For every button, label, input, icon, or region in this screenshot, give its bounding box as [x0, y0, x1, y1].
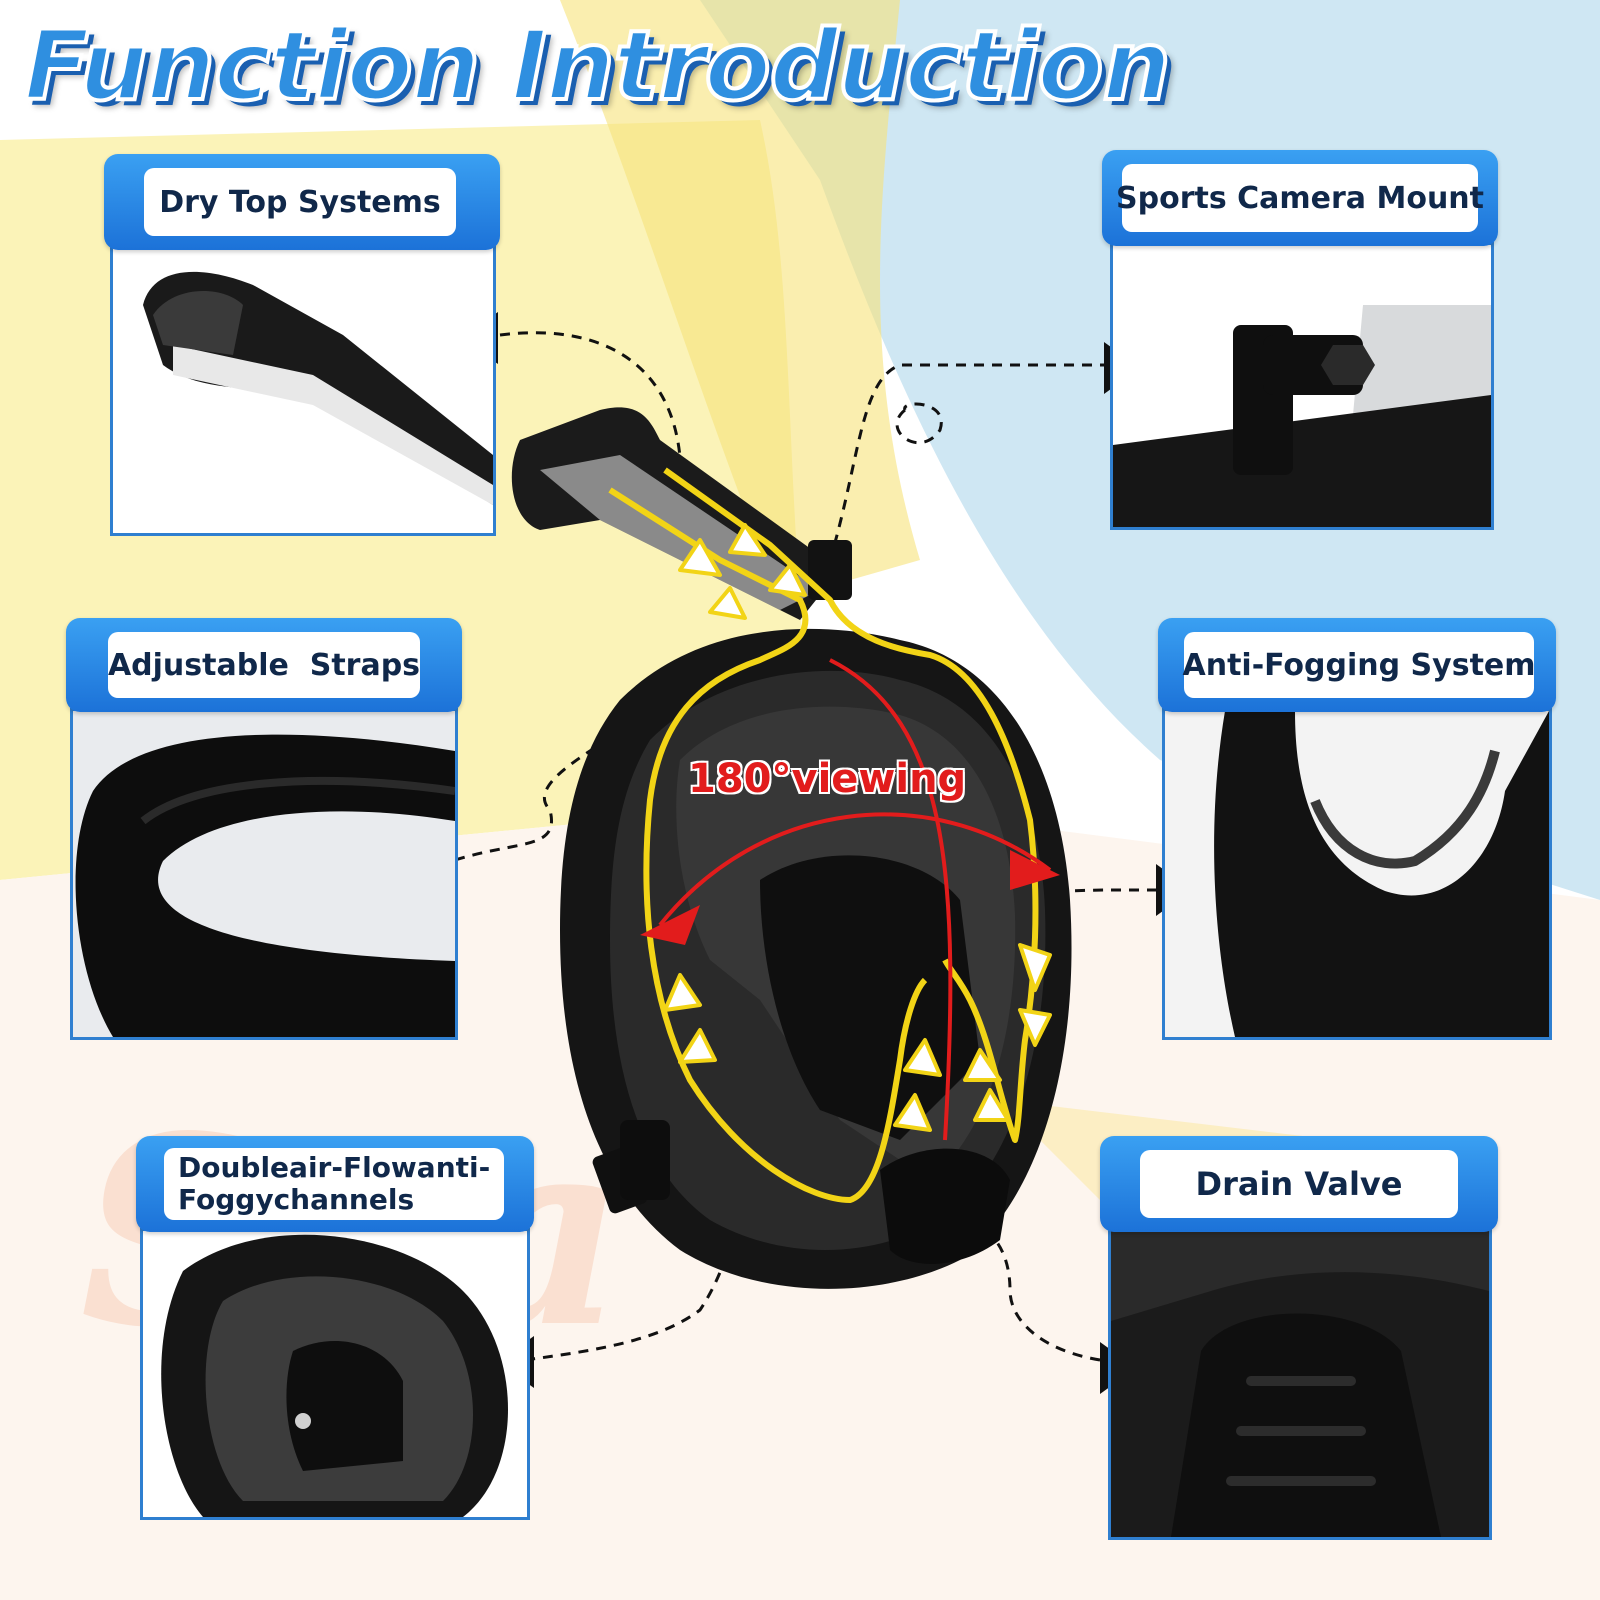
feature-label: Dry Top Systems	[144, 168, 456, 236]
anti-fog-chamber	[1165, 711, 1549, 1037]
viewing-angle-label: 180°viewing	[688, 756, 967, 802]
snorkel-tube	[113, 245, 493, 533]
adjustable-straps	[73, 711, 455, 1037]
straps-photo	[70, 708, 458, 1040]
feature-card-anti-fog: Anti-Fogging System	[1158, 618, 1556, 1044]
feature-label: Drain Valve	[1140, 1150, 1458, 1218]
dry-top-photo	[110, 242, 496, 536]
feature-card-straps: Adjustable Straps	[66, 618, 462, 1044]
drain-valve-photo	[1108, 1228, 1492, 1540]
camera-mount	[1113, 245, 1491, 527]
feature-card-dry-top: Dry Top Systems	[104, 154, 500, 540]
feature-label: Sports Camera Mount	[1116, 164, 1484, 232]
feature-label: Adjustable Straps	[108, 632, 420, 698]
page-title: Function Introduction	[22, 8, 1173, 124]
feature-card-drain-valve: Drain Valve	[1100, 1136, 1498, 1544]
feature-label: Doubleair-Flowanti- Foggychannels	[164, 1148, 504, 1220]
drain-valve	[1111, 1231, 1489, 1537]
feature-card-double-airflow: Doubleair-Flowanti- Foggychannels	[136, 1136, 534, 1524]
camera-mount-photo	[1110, 242, 1494, 530]
feature-label: Anti-Fogging System	[1183, 632, 1536, 698]
double-airflow-channels	[143, 1231, 527, 1517]
feature-card-camera-mount: Sports Camera Mount	[1102, 150, 1498, 536]
anti-fog-photo	[1162, 708, 1552, 1040]
double-airflow-photo	[140, 1228, 530, 1520]
